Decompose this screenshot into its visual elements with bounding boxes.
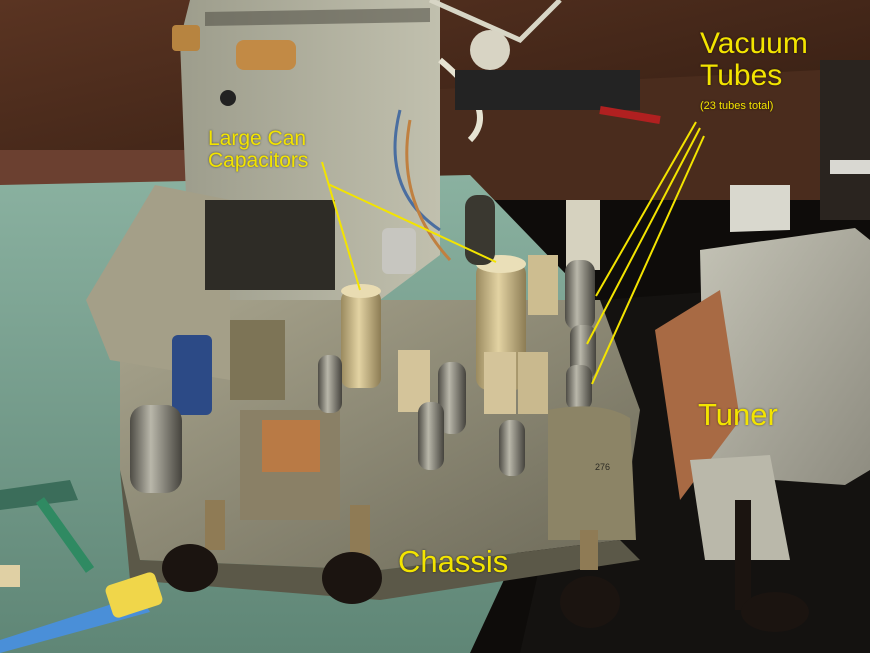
vacuum-tubes-label-line2: Tubes bbox=[700, 58, 783, 92]
knob-icon bbox=[162, 500, 809, 632]
vacuum-tubes-note: (23 tubes total) bbox=[700, 100, 774, 112]
chassis-label: Chassis bbox=[398, 544, 509, 579]
vacuum-tubes-label-line1: Vacuum bbox=[700, 27, 808, 60]
transformer-marking: 276 bbox=[595, 462, 610, 472]
vacuum-tubes-label: Vacuum Tubes bbox=[700, 28, 808, 91]
tube-icon bbox=[130, 195, 596, 493]
leader-lines bbox=[321, 121, 705, 385]
tuner-label: Tuner bbox=[698, 397, 778, 432]
large-can-label-line1: Large Can bbox=[208, 127, 307, 150]
large-can-capacitors-label: Large Can Capacitors bbox=[208, 127, 309, 173]
large-can-label-line2: Capacitors bbox=[208, 149, 309, 173]
